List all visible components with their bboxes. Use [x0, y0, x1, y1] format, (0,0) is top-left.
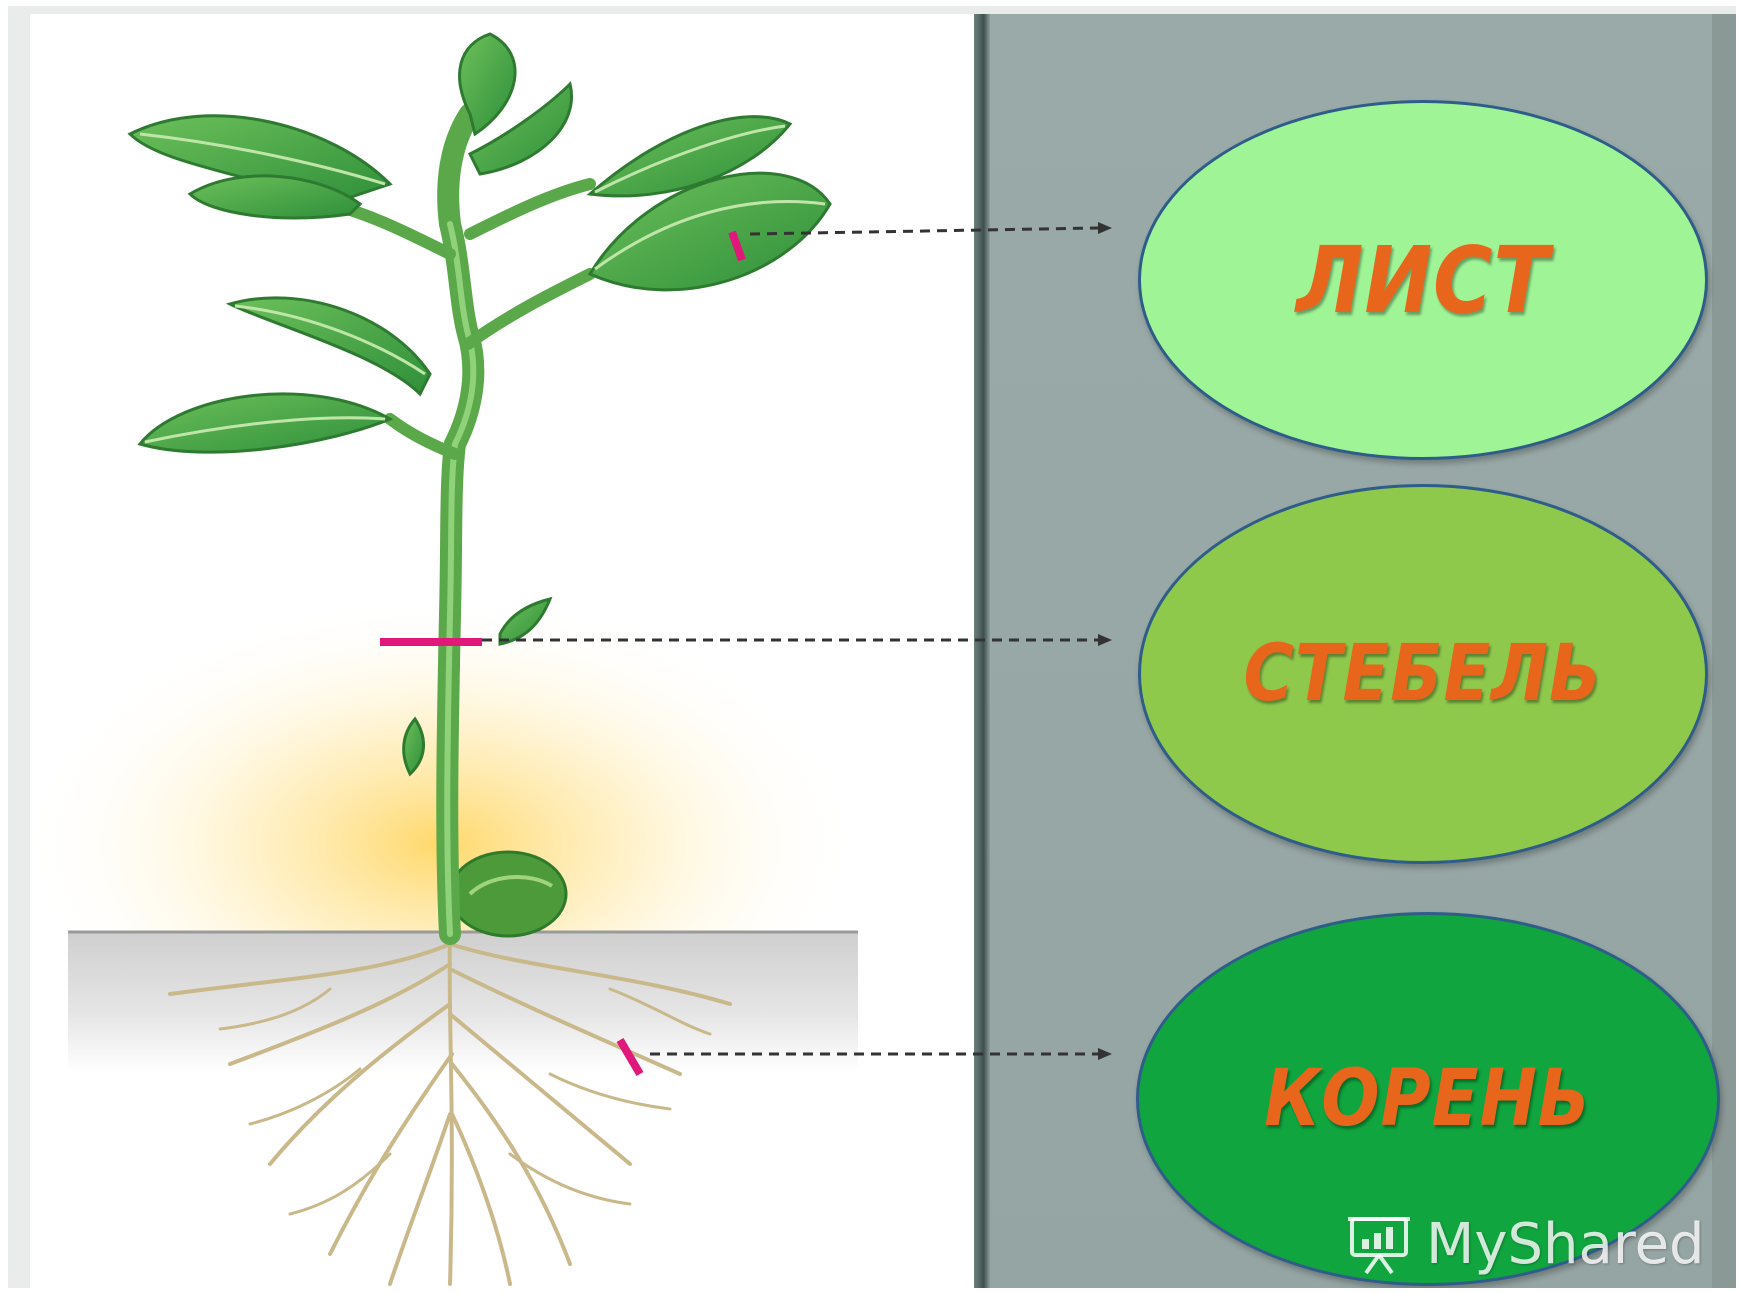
stem-label-ellipse: СТЕБЕЛЬ — [1138, 484, 1708, 864]
slide-frame: ЛИСТ СТЕБЕЛЬ КОРЕНЬ MyShared — [8, 6, 1736, 1288]
stem-label: СТЕБЕЛЬ — [1244, 629, 1603, 719]
watermark: MyShared — [1344, 1204, 1705, 1284]
soil-band — [68, 932, 858, 1072]
plant-illustration-panel — [30, 14, 974, 1288]
cotyledon — [450, 852, 566, 936]
watermark-text: MyShared — [1426, 1212, 1705, 1277]
leaf-label-ellipse: ЛИСТ — [1138, 100, 1708, 460]
root-label: КОРЕНЬ — [1265, 1054, 1592, 1144]
leaf-label: ЛИСТ — [1296, 227, 1549, 334]
plant-illustration — [30, 14, 974, 1288]
presentation-board-icon — [1344, 1209, 1414, 1279]
panel-divider — [974, 14, 990, 1288]
